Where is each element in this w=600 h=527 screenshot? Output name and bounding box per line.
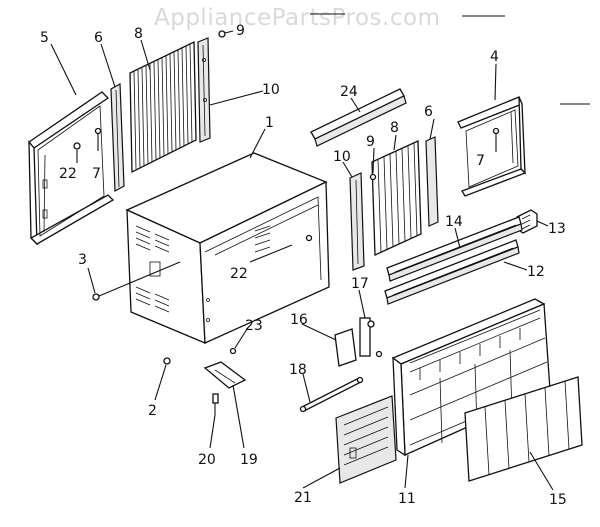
part-22-screw-left	[73, 142, 81, 150]
callout-10-left: 10	[262, 82, 280, 98]
callout-9-right: 9	[366, 134, 375, 150]
part-2-screw	[163, 357, 171, 365]
part-24-top-rail	[310, 88, 407, 147]
callout-2: 2	[148, 403, 157, 419]
part-6-seal-left	[110, 83, 125, 192]
callout-8-right: 8	[390, 120, 399, 136]
callout-4: 4	[490, 49, 499, 65]
part-10-guide-right	[349, 172, 365, 271]
callout-14: 14	[445, 214, 463, 230]
callout-8-left: 8	[134, 26, 143, 42]
part-4-curtain-frame-right	[457, 96, 527, 197]
part-18-rod	[299, 376, 364, 413]
callout-20: 20	[198, 452, 216, 468]
part-10-guide-left	[197, 37, 211, 143]
leader-lines	[50, 39, 554, 491]
callout-5: 5	[40, 30, 49, 46]
callout-1: 1	[265, 115, 274, 131]
callout-21: 21	[294, 490, 312, 506]
callout-19: 19	[240, 452, 258, 468]
part-11-front-grille	[391, 298, 551, 457]
callout-12: 12	[527, 264, 545, 280]
callout-9-left: 9	[236, 23, 245, 39]
part-21-filter-door	[335, 395, 397, 484]
part-1-cabinet	[125, 152, 330, 344]
callout-16: 16	[290, 312, 308, 328]
part-20-screw	[212, 393, 219, 415]
part-16-plate	[334, 328, 357, 367]
callout-24: 24	[340, 84, 358, 100]
part-17-bracket	[359, 317, 383, 358]
part-6-seal-right	[425, 136, 439, 227]
callout-10-right: 10	[333, 149, 351, 165]
part-19-bracket	[203, 361, 247, 389]
part-5-curtain-frame-left	[28, 91, 115, 246]
callout-11: 11	[398, 491, 416, 507]
part-15-filter	[464, 376, 583, 482]
callout-6-right: 6	[424, 104, 433, 120]
part-9-screw-right	[369, 173, 377, 181]
part-8-louver-right	[371, 140, 422, 256]
part-8-louver-left	[129, 40, 197, 174]
part-7-screw-right	[492, 127, 500, 135]
callout-17: 17	[351, 276, 369, 292]
callout-7-right: 7	[476, 153, 485, 169]
callout-7-left: 7	[92, 166, 101, 182]
callout-23: 23	[245, 318, 263, 334]
part-14-bar	[386, 216, 523, 282]
callout-6-left: 6	[94, 30, 103, 46]
part-7-screw-left	[94, 127, 102, 135]
callout-18: 18	[289, 362, 307, 378]
watermark-text: AppliancePartsPros.com	[154, 5, 441, 31]
callout-22-left: 22	[59, 166, 77, 182]
part-12-bar	[384, 239, 520, 305]
callout-15: 15	[549, 492, 567, 508]
part-9-screw-left	[218, 30, 234, 38]
part-23-screw	[229, 347, 237, 355]
callout-22-right: 22	[230, 266, 248, 282]
callout-3: 3	[78, 252, 87, 268]
part-3-screw	[92, 261, 181, 301]
callout-13: 13	[548, 221, 566, 237]
